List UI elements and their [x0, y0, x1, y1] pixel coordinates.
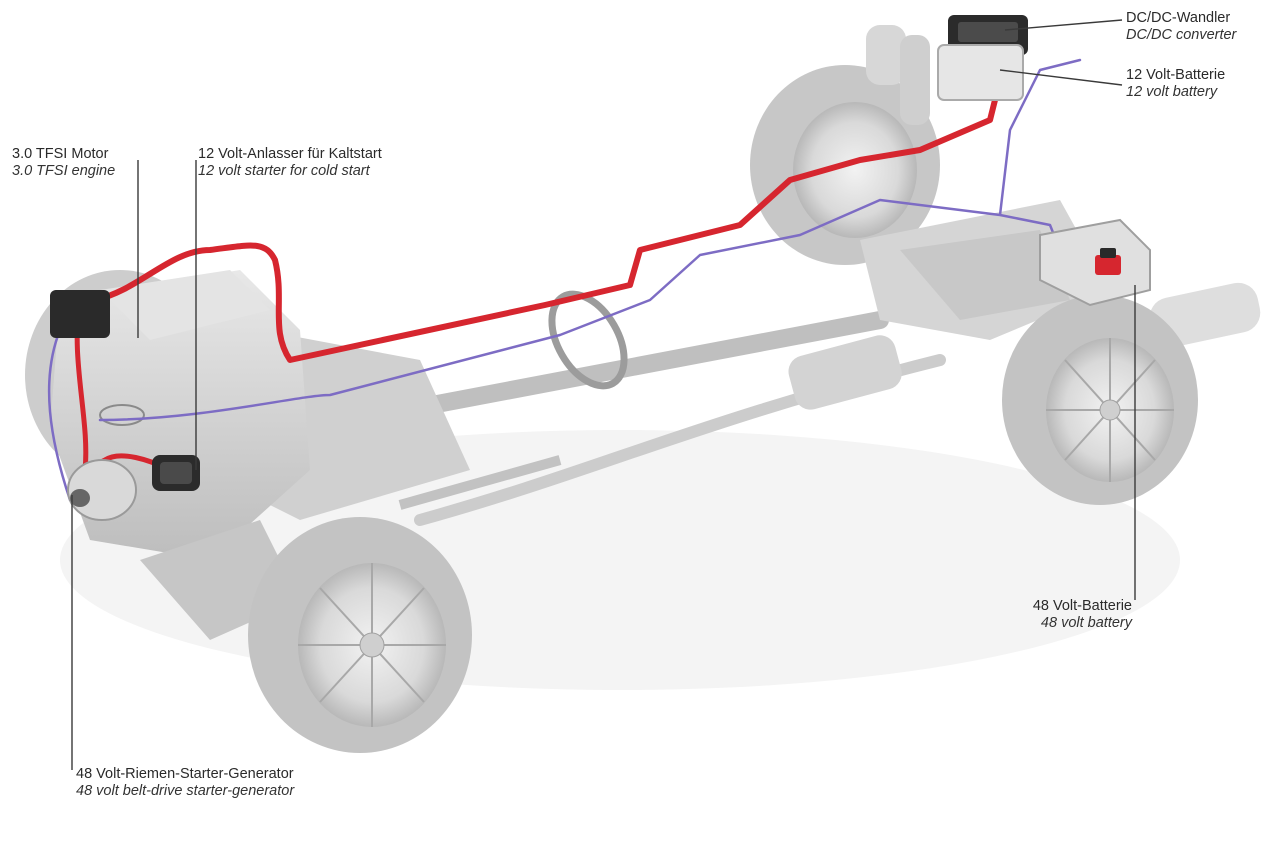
battery-12v-shock-absorber: [866, 25, 930, 125]
label-battery48-de: 48 Volt-Batterie: [1032, 598, 1132, 614]
label-battery12: 12 Volt-Batterie 12 volt battery: [1126, 67, 1225, 101]
wire-12v-engine: [74, 297, 173, 475]
label-bsg-de: 48 Volt-Riemen-Starter-Generator: [76, 766, 294, 782]
label-engine: 3.0 TFSI Motor 3.0 TFSI engine: [12, 146, 115, 180]
label-bsg: 48 Volt-Riemen-Starter-Generator 48 volt…: [76, 766, 294, 800]
wire-48v: [47, 58, 1082, 507]
belt-starter-generator: [67, 459, 137, 521]
label-battery48-en: 48 volt battery: [1040, 615, 1132, 631]
steering-wheel: [548, 290, 628, 390]
label-dcdc-en: DC/DC converter: [1126, 27, 1237, 43]
label-starter-de: 12 Volt-Anlasser für Kaltstart: [198, 146, 382, 162]
starter-motor-12v: [152, 455, 200, 491]
leader-dcdc: [1004, 19, 1123, 31]
label-starter-en: 12 volt starter for cold start: [198, 163, 370, 179]
label-bsg-en: 48 volt belt-drive starter-generator: [76, 783, 295, 799]
label-battery12-de: 12 Volt-Batterie: [1126, 67, 1226, 83]
label-battery12-en: 12 volt battery: [1126, 84, 1218, 100]
battery-12v: [937, 44, 1024, 101]
label-battery48: 48 Volt-Batterie 48 volt battery: [980, 598, 1132, 632]
muffler: [1149, 282, 1261, 348]
leader-lines: [71, 19, 1136, 770]
label-engine-en: 3.0 TFSI engine: [12, 163, 116, 179]
wire-12v: [92, 77, 1003, 363]
catalytic-converter: [788, 335, 902, 410]
label-starter: 12 Volt-Anlasser für Kaltstart 12 volt s…: [198, 146, 382, 180]
engine-control-unit: [50, 290, 110, 338]
label-dcdc: DC/DC-Wandler DC/DC converter: [1126, 10, 1236, 44]
label-dcdc-de: DC/DC-Wandler: [1126, 10, 1231, 26]
wheel-front-right: [248, 517, 472, 753]
battery-48v: [1039, 218, 1151, 307]
leader-battery12: [999, 69, 1123, 86]
label-engine-de: 3.0 TFSI Motor: [12, 146, 109, 162]
wheel-rear-right: [1002, 295, 1198, 505]
